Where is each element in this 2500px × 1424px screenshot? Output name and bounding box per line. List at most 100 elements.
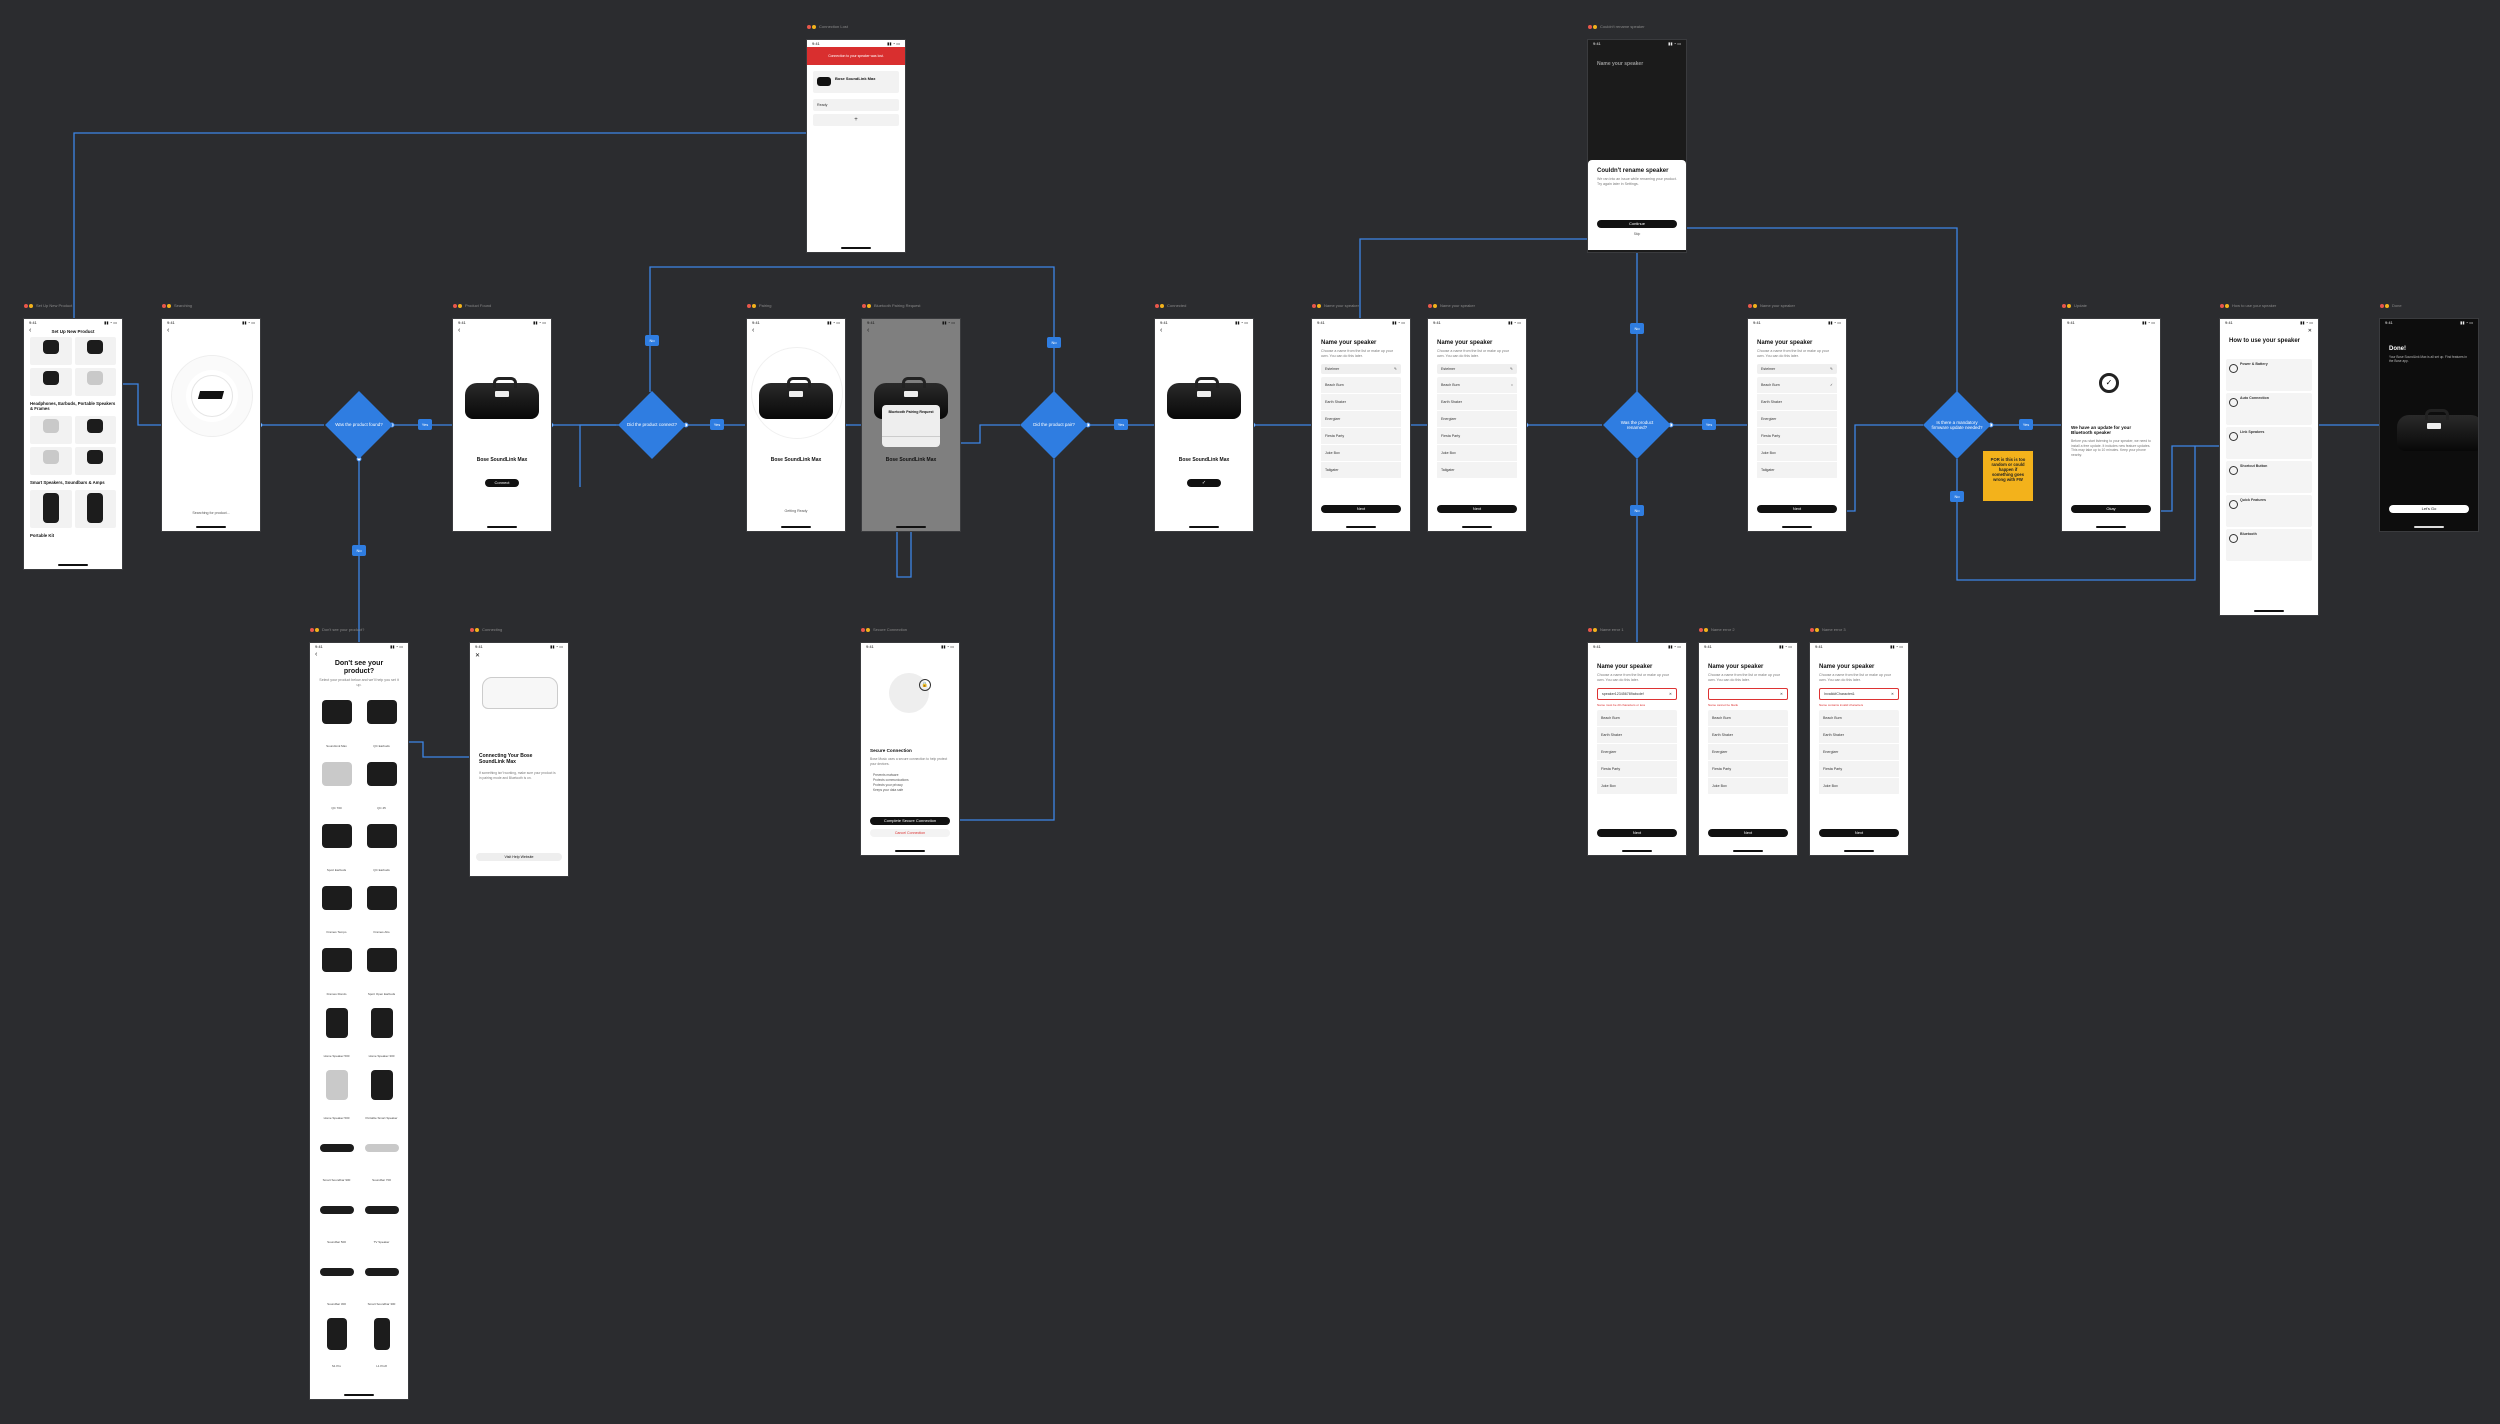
back-arrow-icon[interactable]: ‹ [315, 651, 318, 658]
list-item[interactable]: Juke Box [1708, 778, 1788, 795]
connect-button[interactable]: Connect [485, 479, 519, 487]
list-item[interactable]: Beach Burn✓ [1757, 377, 1837, 394]
name-input[interactable]: Estelmer✎ [1757, 364, 1837, 374]
list-item[interactable]: Beach Burn○ [1437, 377, 1517, 394]
product-tile[interactable]: QC 700 [316, 754, 357, 812]
status-row[interactable]: Ready [813, 99, 899, 111]
product-tile[interactable]: Frames Tempo [316, 878, 357, 936]
tip-card[interactable]: Link Speakers [2226, 427, 2312, 459]
list-item[interactable]: Beach Burn [1708, 710, 1788, 727]
list-item[interactable]: Earth Shaker [1708, 727, 1788, 744]
name-input[interactable]: Estelmer✎ [1437, 364, 1517, 374]
product-tile[interactable]: Soundbar 700 [361, 1126, 402, 1184]
tip-card[interactable]: Quick Features [2226, 495, 2312, 527]
list-item[interactable]: Earth Shaker [1321, 394, 1401, 411]
tip-card[interactable]: Shortcut Button [2226, 461, 2312, 493]
product-tile[interactable]: QC 45 [361, 754, 402, 812]
list-item[interactable]: Earth Shaker [1597, 727, 1677, 744]
product-tile[interactable]: QC Earbuds [361, 692, 402, 750]
back-arrow-icon[interactable]: ‹ [167, 327, 170, 334]
product-tile[interactable] [74, 368, 116, 396]
list-item[interactable]: Fiesta Party [1708, 761, 1788, 778]
list-item[interactable]: Earth Shaker [1819, 727, 1899, 744]
next-button[interactable]: Next [1757, 505, 1837, 513]
clear-icon[interactable]: ✕ [1890, 692, 1894, 696]
list-item[interactable]: Juke Box [1819, 778, 1899, 795]
list-item[interactable]: Energizer [1321, 411, 1401, 428]
product-tile[interactable] [30, 337, 72, 365]
list-item[interactable]: Beach Burn [1321, 377, 1401, 394]
list-item[interactable]: Juke Box [1321, 445, 1401, 462]
checkmark-button[interactable]: ✓ [1187, 479, 1221, 487]
skip-link[interactable]: Skip [1633, 232, 1641, 236]
product-card[interactable]: Bose SoundLink Max [813, 71, 899, 93]
help-website-button[interactable]: Visit Help Website [476, 853, 562, 861]
product-tile[interactable]: Home Speaker 500 [316, 1064, 357, 1122]
list-item[interactable]: Tailgater [1437, 462, 1517, 479]
product-tile[interactable]: Home Speaker 300 [361, 1002, 402, 1060]
list-item[interactable]: Fiesta Party [1437, 428, 1517, 445]
cancel-connection-link[interactable]: Cancel Connection [870, 829, 950, 837]
back-arrow-icon[interactable]: ‹ [458, 327, 461, 334]
close-icon[interactable]: ✕ [2307, 328, 2312, 334]
list-item[interactable]: Tailgater [1321, 462, 1401, 479]
product-tile[interactable]: Home Speaker 500 [316, 1002, 357, 1060]
complete-secure-connection-button[interactable]: Complete Secure Connection [870, 817, 950, 825]
list-item[interactable]: Energizer [1757, 411, 1837, 428]
product-tile[interactable] [30, 416, 72, 444]
product-tile[interactable] [74, 416, 116, 444]
product-tile[interactable] [30, 490, 72, 528]
next-button[interactable]: Next [1708, 829, 1788, 837]
product-tile[interactable] [30, 368, 72, 396]
list-item[interactable]: Juke Box [1757, 445, 1837, 462]
list-item[interactable]: Beach Burn [1819, 710, 1899, 727]
clear-icon[interactable]: ✕ [1668, 692, 1672, 696]
next-button[interactable]: Next [1321, 505, 1401, 513]
okay-button[interactable]: Okay [2071, 505, 2151, 513]
continue-button[interactable]: Continue [1597, 220, 1677, 228]
back-arrow-icon[interactable]: ‹ [867, 327, 870, 334]
product-tile[interactable]: Smart Soundbar 300 [361, 1250, 402, 1308]
product-tile[interactable]: SoundLink Max [316, 692, 357, 750]
list-item[interactable]: Fiesta Party [1597, 761, 1677, 778]
back-arrow-icon[interactable]: ‹ [752, 327, 755, 334]
list-item[interactable]: Earth Shaker [1757, 394, 1837, 411]
product-tile[interactable]: Soundbar 300 [316, 1250, 357, 1308]
product-tile[interactable]: S1 Pro [316, 1312, 357, 1370]
product-tile[interactable]: Sport Earbuds [316, 816, 357, 874]
product-tile[interactable]: Frames Alto [361, 878, 402, 936]
list-item[interactable]: Fiesta Party [1321, 428, 1401, 445]
product-tile[interactable] [30, 447, 72, 475]
product-tile[interactable]: L1 Pro8 [361, 1312, 402, 1370]
back-arrow-icon[interactable]: ‹ [1160, 327, 1163, 334]
next-button[interactable]: Next [1437, 505, 1517, 513]
dialog-actions[interactable] [882, 436, 940, 447]
lets-go-button[interactable]: Let's Go [2389, 505, 2469, 513]
name-input[interactable]: ✕ [1708, 688, 1788, 700]
list-item[interactable]: Fiesta Party [1819, 761, 1899, 778]
product-tile[interactable]: Soundbar 500 [316, 1188, 357, 1246]
list-item[interactable]: Energizer [1819, 744, 1899, 761]
clear-icon[interactable]: ✕ [1779, 692, 1783, 696]
list-item[interactable]: Energizer [1597, 744, 1677, 761]
back-arrow-icon[interactable]: ‹ [29, 327, 32, 334]
product-tile[interactable] [74, 337, 116, 365]
add-button[interactable]: + [813, 114, 899, 126]
list-item[interactable]: Earth Shaker [1437, 394, 1517, 411]
product-tile[interactable]: QC Earbuds [361, 816, 402, 874]
list-item[interactable]: Tailgater [1757, 462, 1837, 479]
list-item[interactable]: Juke Box [1597, 778, 1677, 795]
close-icon[interactable]: ✕ [475, 653, 481, 659]
name-input[interactable]: Estelmer✎ [1321, 364, 1401, 374]
list-item[interactable]: Energizer [1708, 744, 1788, 761]
product-tile[interactable]: TV Speaker [361, 1188, 402, 1246]
list-item[interactable]: Fiesta Party [1757, 428, 1837, 445]
product-tile[interactable]: Frames Rondo [316, 940, 357, 998]
list-item[interactable]: Juke Box [1437, 445, 1517, 462]
name-input[interactable]: Invalid#Character&✕ [1819, 688, 1899, 700]
next-button[interactable]: Next [1597, 829, 1677, 837]
tip-card[interactable]: Auto Connection [2226, 393, 2312, 425]
name-input[interactable]: speaker123456789abcdef✕ [1597, 688, 1677, 700]
product-tile[interactable] [74, 490, 116, 528]
product-tile[interactable]: Smart Soundbar 900 [316, 1126, 357, 1184]
